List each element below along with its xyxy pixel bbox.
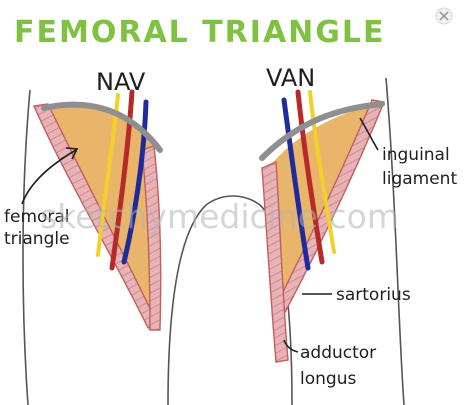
label-nav: NAV (96, 68, 146, 96)
label-femoral-line2: triangle (4, 229, 70, 249)
right-femoral-nerve (308, 90, 336, 254)
label-inguinal-line1: inguinal (382, 145, 450, 165)
left-adductor-longus-muscle (141, 145, 162, 331)
watermark: sketchymedicine.com (40, 197, 399, 236)
label-sartorius: sartorius (336, 285, 411, 305)
left-femoral-vein (121, 99, 149, 265)
label-adductor-line2: longus (300, 369, 356, 389)
left-thigh (32, 89, 163, 331)
inguinal-pointer-line (359, 117, 379, 151)
label-adductor-line1: adductor (300, 343, 376, 363)
label-van: VAN (266, 64, 315, 92)
right-inguinal-ligament (259, 101, 385, 161)
label-femoral-line1: femoral (4, 207, 70, 227)
page-title: FEMORAL TRIANGLE (14, 15, 386, 50)
femoral-pointer-arrow (21, 147, 79, 205)
close-icon[interactable] (435, 7, 453, 25)
left-inguinal-ligament (41, 101, 163, 153)
adductor-pointer-line (283, 339, 299, 353)
right-femoral-vein (281, 97, 311, 271)
right-thigh (259, 89, 385, 363)
right-adductor-longus-muscle (261, 160, 289, 363)
label-inguinal-line2: ligament (382, 169, 457, 189)
right-femoral-artery (295, 89, 325, 265)
left-femoral-artery (109, 89, 135, 271)
